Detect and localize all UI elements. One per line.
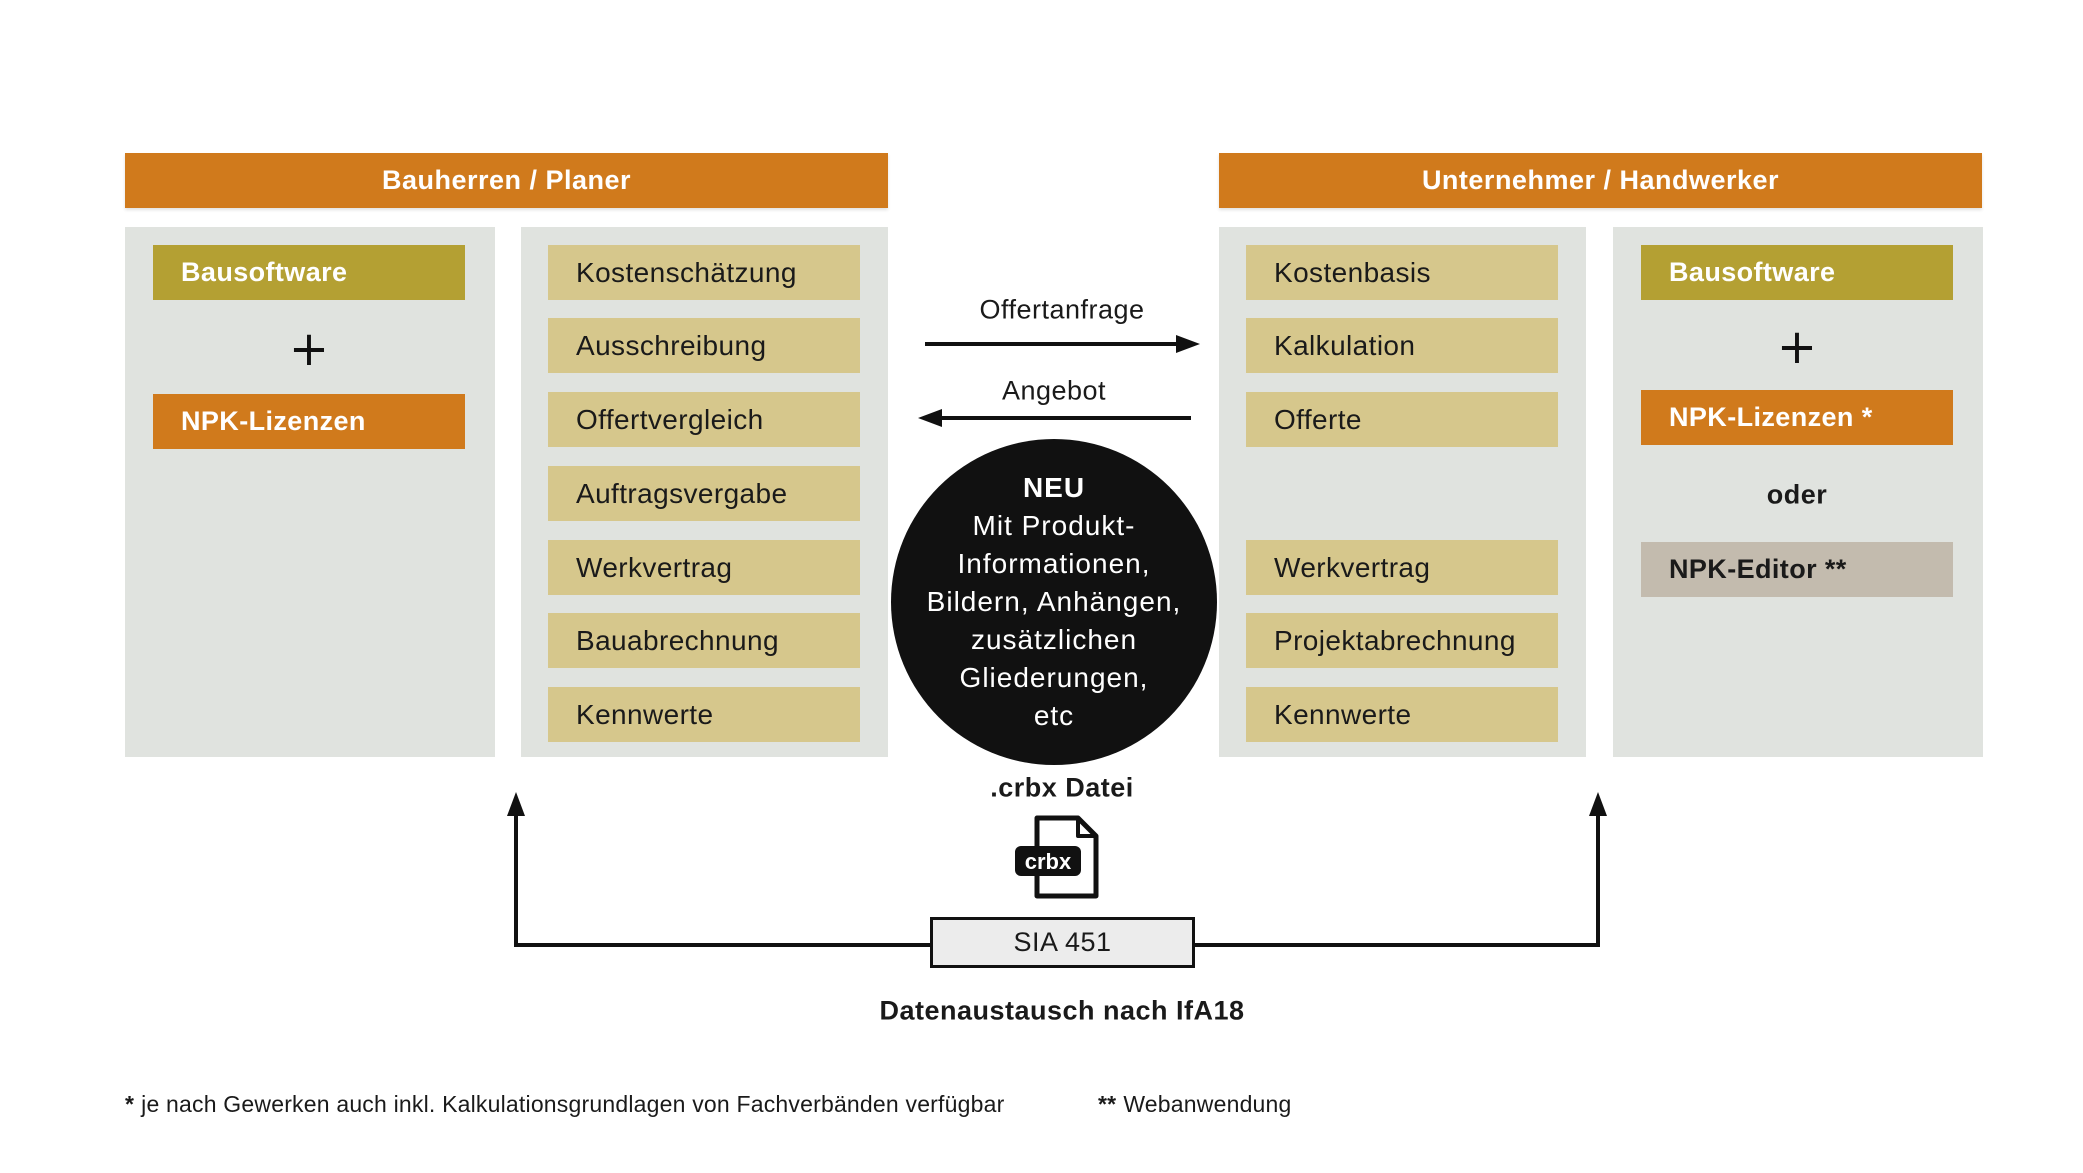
footnote-1-text: je nach Gewerken auch inkl. Kalkulations… bbox=[141, 1091, 1005, 1117]
footnote-2: **Webanwendung bbox=[1098, 1091, 1292, 1118]
right-connector-arrow bbox=[1195, 792, 1607, 947]
left-npk-lizenzen-label: NPK-Lizenzen bbox=[181, 406, 366, 436]
process-item-kostenschaetzung: Kostenschätzung bbox=[548, 245, 860, 300]
right-plus-sign: + bbox=[1776, 319, 1818, 375]
header-right-label: Unternehmer / Handwerker bbox=[1421, 165, 1780, 195]
footnote-1: *je nach Gewerken auch inkl. Kalkulation… bbox=[125, 1091, 1004, 1118]
circle-line: Bildern, Anhängen, bbox=[926, 586, 1182, 617]
process-item-offertvergleich: Offertvergleich bbox=[548, 392, 860, 447]
process-item-kennwerte-right: Kennwerte bbox=[1246, 687, 1558, 742]
right-bausoftware-box: Bausoftware bbox=[1641, 245, 1953, 300]
right-npk-lizenzen-label: NPK-Lizenzen * bbox=[1669, 402, 1873, 432]
sia-451-label: SIA 451 bbox=[1013, 927, 1112, 957]
panel-right-software bbox=[1613, 227, 1983, 757]
process-label: Offertvergleich bbox=[576, 403, 764, 435]
neu-circle: NEU Mit Produkt- Informationen, Bildern,… bbox=[891, 439, 1217, 765]
header-unternehmer-handwerker: Unternehmer / Handwerker bbox=[1219, 153, 1982, 208]
panel-right-process bbox=[1219, 227, 1586, 757]
process-label: Offerte bbox=[1274, 403, 1362, 435]
process-label: Auftragsvergabe bbox=[576, 477, 788, 509]
file-fold bbox=[1076, 818, 1096, 838]
process-label: Kostenbasis bbox=[1274, 256, 1431, 288]
file-badge-text: crbx bbox=[1025, 849, 1072, 874]
right-npk-lizenzen-box: NPK-Lizenzen * bbox=[1641, 390, 1953, 445]
process-label: Kennwerte bbox=[576, 698, 714, 730]
angebot-arrow bbox=[918, 409, 1191, 427]
left-npk-lizenzen-box: NPK-Lizenzen bbox=[153, 394, 465, 449]
process-label: Kalkulation bbox=[1274, 329, 1416, 361]
right-bausoftware-label: Bausoftware bbox=[1669, 257, 1836, 287]
offertanfrage-arrow-head bbox=[1176, 335, 1200, 353]
circle-line: Mit Produkt- bbox=[972, 510, 1136, 541]
offertanfrage-label: Offertanfrage bbox=[979, 294, 1145, 325]
footnote-2-marker: ** bbox=[1098, 1091, 1117, 1117]
crbx-datei-label: .crbx Datei bbox=[990, 772, 1134, 803]
process-item-werkvertrag-right: Werkvertrag bbox=[1246, 540, 1558, 595]
crbx-file-icon: crbx bbox=[1015, 815, 1099, 899]
process-label: Kostenschätzung bbox=[576, 256, 797, 288]
left-connector-line bbox=[514, 812, 930, 947]
oder-label: oder bbox=[1766, 479, 1828, 510]
header-bauherren-planer: Bauherren / Planer bbox=[125, 153, 888, 208]
process-item-projektabrechnung: Projektabrechnung bbox=[1246, 613, 1558, 668]
process-item-bauabrechnung: Bauabrechnung bbox=[548, 613, 860, 668]
process-label: Werkvertrag bbox=[576, 551, 733, 583]
circle-line: Informationen, bbox=[957, 548, 1151, 579]
circle-title: NEU bbox=[1022, 472, 1086, 503]
left-bausoftware-label: Bausoftware bbox=[181, 257, 348, 287]
footnote-2-text: Webanwendung bbox=[1123, 1091, 1292, 1117]
file-badge bbox=[1015, 846, 1081, 876]
process-label: Kennwerte bbox=[1274, 698, 1412, 730]
sia-451-box: SIA 451 bbox=[930, 917, 1195, 968]
right-connector-line bbox=[1195, 812, 1600, 947]
process-item-ausschreibung: Ausschreibung bbox=[548, 318, 860, 373]
process-label: Ausschreibung bbox=[576, 329, 767, 361]
left-connector-head bbox=[507, 792, 525, 816]
process-item-kalkulation: Kalkulation bbox=[1246, 318, 1558, 373]
circle-line: Gliederungen, bbox=[959, 662, 1149, 693]
process-item-kostenbasis: Kostenbasis bbox=[1246, 245, 1558, 300]
file-outline bbox=[1034, 815, 1099, 899]
header-left-label: Bauherren / Planer bbox=[381, 165, 632, 195]
angebot-arrow-head bbox=[918, 409, 942, 427]
npk-editor-box: NPK-Editor ** bbox=[1641, 542, 1953, 597]
process-item-werkvertrag-left: Werkvertrag bbox=[548, 540, 860, 595]
right-connector-head bbox=[1589, 792, 1607, 816]
left-bausoftware-box: Bausoftware bbox=[153, 245, 465, 300]
process-label: Bauabrechnung bbox=[576, 624, 779, 656]
footnote-1-marker: * bbox=[125, 1091, 135, 1117]
datenaustausch-caption: Datenaustausch nach IfA18 bbox=[879, 995, 1245, 1026]
offertanfrage-arrow bbox=[925, 335, 1200, 353]
process-item-offerte: Offerte bbox=[1246, 392, 1558, 447]
left-connector-arrow bbox=[507, 792, 930, 947]
circle-line: etc bbox=[1033, 700, 1075, 731]
process-label: Werkvertrag bbox=[1274, 551, 1431, 583]
angebot-label: Angebot bbox=[1001, 375, 1107, 406]
panel-left-software bbox=[125, 227, 495, 757]
process-label: Projektabrechnung bbox=[1274, 624, 1516, 656]
npk-editor-label: NPK-Editor ** bbox=[1669, 554, 1847, 584]
process-item-auftragsvergabe: Auftragsvergabe bbox=[548, 466, 860, 521]
circle-line: zusätzlichen bbox=[970, 624, 1138, 655]
left-plus-sign: + bbox=[288, 321, 330, 377]
process-item-kennwerte-left: Kennwerte bbox=[548, 687, 860, 742]
